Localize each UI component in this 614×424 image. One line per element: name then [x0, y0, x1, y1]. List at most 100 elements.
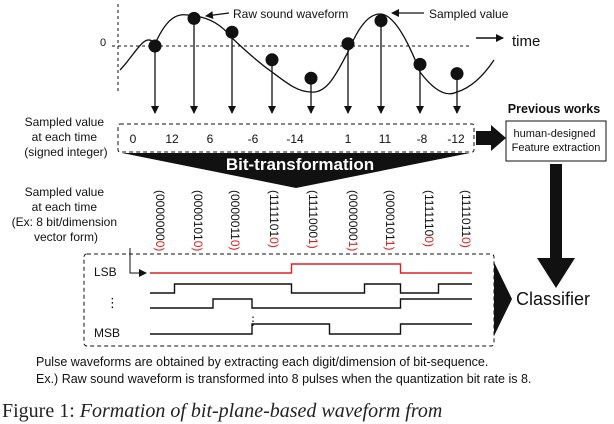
- bit-code-close: ): [306, 245, 320, 249]
- sample-dot: [265, 53, 279, 67]
- bit-code: (00001011): [383, 190, 397, 251]
- description-line-1: Pulse waveforms are obtained by extracti…: [36, 355, 489, 369]
- figure-caption: Figure 1: Formation of bit-plane-based w…: [2, 400, 442, 423]
- bit-code: (11111010): [267, 190, 281, 248]
- bit-code: (00001010): [191, 190, 205, 251]
- bit-code-body: (0000011: [228, 190, 242, 240]
- classifier-label: Classifier: [516, 289, 590, 309]
- msb-label: MSB: [94, 326, 120, 340]
- description-line-2: Ex.) Raw sound waveform is transformed i…: [36, 372, 532, 386]
- previous-to-classifier-arrow: [537, 164, 575, 288]
- bit-code-close: ): [228, 247, 242, 251]
- sample-value: 12: [165, 132, 179, 146]
- sample-stems: [148, 11, 464, 114]
- bit-code: (11111100): [422, 190, 436, 247]
- bit-codes-label-line: at each time: [32, 200, 98, 214]
- sample-value: -6: [248, 132, 259, 146]
- bit-code: (11110001): [306, 190, 320, 249]
- bit1-pulse: [150, 283, 472, 294]
- bit-code-body: (0000000: [153, 190, 167, 241]
- sample-dot: [341, 37, 355, 51]
- bit-codes-label-line: (Ex: 8 bit/dimension: [12, 215, 117, 229]
- bit-code: (11110110): [459, 190, 473, 248]
- sample-value: -14: [286, 132, 304, 146]
- bit-code-body: (1111101: [267, 190, 281, 237]
- lsb-pointer: [129, 248, 147, 277]
- bit-code-body: (0000000: [346, 190, 360, 241]
- sample-dot: [413, 57, 427, 71]
- bit-code-lsb: 1: [306, 238, 320, 245]
- bit-transformation: Bit-transformation: [122, 153, 470, 188]
- lsb-label: LSB: [94, 265, 117, 279]
- bit-code-body: (0000101: [383, 190, 397, 241]
- feature-extraction-line: human-designed: [513, 128, 595, 140]
- bit-code-lsb: 1: [346, 241, 360, 248]
- bit-code-close: ): [267, 244, 281, 248]
- bit-code: (00000001): [346, 190, 360, 251]
- pulse-waveforms: [150, 263, 472, 335]
- bit2-pulse: [150, 298, 472, 309]
- msb-pulse: [150, 323, 472, 335]
- bit-transformation-arrow: [122, 153, 470, 188]
- zero-label: 0: [100, 37, 106, 49]
- bit-code-lsb: 0: [267, 237, 281, 244]
- pulse-ellipsis-left: ⋮: [106, 296, 119, 311]
- figure-caption-prefix: Figure 1:: [2, 400, 75, 422]
- sample-row-label: Sampled value at each time (signed integ…: [24, 115, 107, 159]
- bit-code: (00000000): [153, 190, 167, 251]
- sample-dot: [187, 11, 201, 25]
- bit-code-body: (0000101: [191, 190, 205, 241]
- bit-code-lsb: 0: [228, 240, 242, 247]
- bit-code-close: ): [153, 247, 167, 251]
- bit-code-lsb: 0: [153, 241, 167, 248]
- sample-value: 11: [379, 132, 392, 146]
- bit-codes-label: Sampled value at each time (Ex: 8 bit/di…: [12, 185, 121, 244]
- figure-caption-text: Formation of bit-plane-based waveform fr…: [79, 400, 443, 422]
- waveform-panel: 0 time Raw sound waveform Sampled value: [100, 4, 540, 114]
- bit-code-close: ): [459, 244, 473, 248]
- sample-row-label-line: at each time: [32, 130, 98, 144]
- bit-code-body: (1111011: [459, 190, 473, 237]
- pulses-to-classifier-arrow: [494, 262, 512, 336]
- previous-works-title: Previous works: [508, 102, 600, 116]
- bit-code-lsb: 1: [383, 240, 397, 247]
- feature-extraction-line: Feature extraction: [512, 142, 601, 154]
- sample-dot: [450, 67, 464, 81]
- sample-value: -12: [447, 132, 465, 146]
- sample-values-box: [117, 123, 475, 153]
- bit-code-lsb: 0: [191, 241, 205, 248]
- sample-row-label-line: Sampled value: [25, 115, 105, 129]
- sample-value: 6: [207, 132, 214, 146]
- raw-waveform-pointer: [205, 11, 230, 20]
- pulse-ellipsis-middle: ⋮: [247, 314, 259, 328]
- bit-code-body: (1111000: [306, 190, 320, 238]
- raw-waveform-label: Raw sound waveform: [233, 7, 348, 21]
- previous-works: Previous works human-designed Feature ex…: [505, 102, 607, 288]
- sample-value: 0: [130, 132, 137, 146]
- bit-code-lsb: 0: [459, 237, 473, 244]
- sample-values-row: Sampled value at each time (signed integ…: [24, 115, 506, 159]
- to-previous-works-arrow: [476, 125, 506, 151]
- bit-code-close: ): [346, 247, 360, 251]
- sample-dot: [374, 14, 388, 28]
- bit-codes: (00000000)(00001010)(00000110)(11111010)…: [153, 190, 473, 251]
- sampled-value-label: Sampled value: [429, 7, 509, 21]
- bit-code-close: ): [383, 247, 397, 251]
- bit-code-close: ): [422, 243, 436, 247]
- bit-transformation-label: Bit-transformation: [226, 155, 374, 174]
- bit-codes-section: Sampled value at each time (Ex: 8 bit/di…: [12, 185, 473, 277]
- feature-extraction-box: [505, 120, 607, 162]
- bit-code-body: (1111110: [422, 190, 436, 237]
- bit-code-close: ): [191, 247, 205, 251]
- time-label: time: [512, 33, 540, 50]
- pulse-panel: LSB ⋮ MSB ⋮: [83, 253, 512, 347]
- sample-value: -8: [417, 132, 428, 146]
- bit-codes-label-line: Sampled value: [25, 185, 105, 199]
- sample-dot: [225, 25, 239, 39]
- lsb-pulse: [150, 263, 472, 274]
- bit-code-lsb: 0: [422, 236, 436, 243]
- feature-extraction-text: human-designed Feature extraction: [512, 128, 601, 154]
- bit-codes-label-line: vector form): [34, 230, 98, 244]
